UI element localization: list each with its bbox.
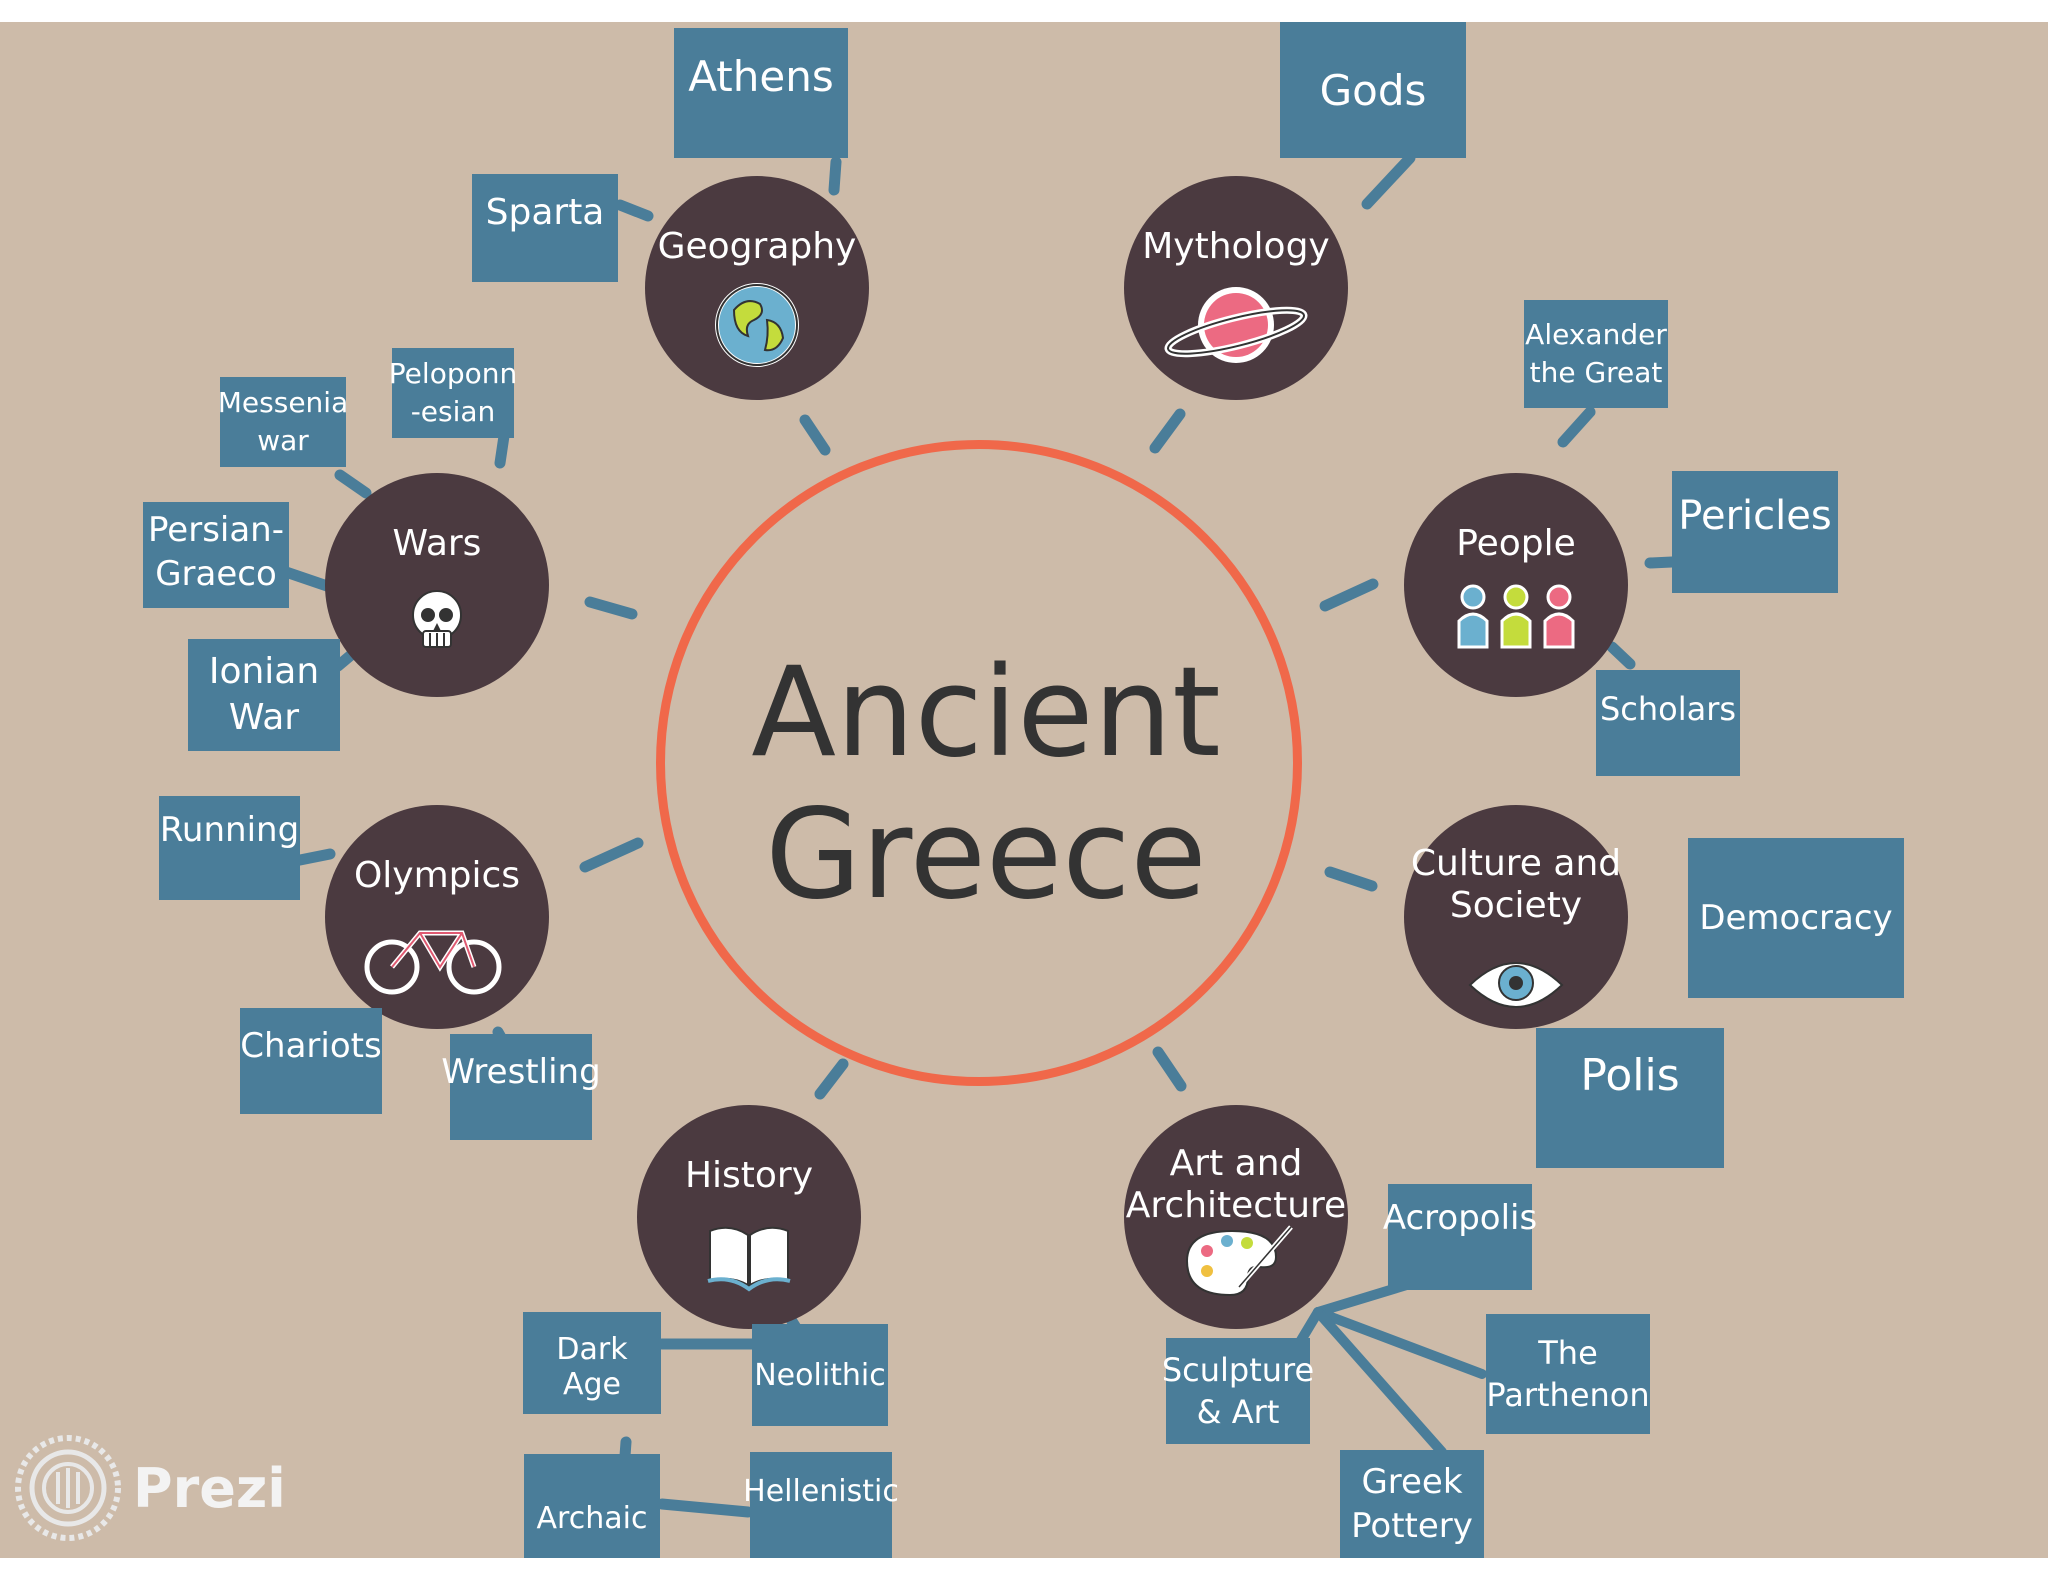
topic-archaic[interactable]: Archaic xyxy=(524,1454,660,1558)
topic-greek-pottery[interactable]: Greek Pottery xyxy=(1340,1450,1484,1558)
hub-olympics-label: Olympics xyxy=(353,855,521,896)
hub-history-label: History xyxy=(684,1155,814,1196)
central-ring xyxy=(656,440,1302,1086)
topic-democracy[interactable]: Democracy xyxy=(1688,838,1904,998)
topic-wrestling[interactable]: Wrestling xyxy=(441,1034,601,1140)
globe-icon xyxy=(715,283,799,367)
topic-neolithic[interactable]: Neolithic xyxy=(752,1324,888,1426)
hub-culture-society[interactable]: Culture and Society xyxy=(1404,805,1628,1029)
topic-scholars[interactable]: Scholars xyxy=(1596,670,1740,776)
topic-persian-graeco[interactable]: Persian- Graeco xyxy=(143,502,289,608)
mind-map-canvas: Ancient Greece Geography Mythology Wars xyxy=(0,22,2048,1558)
topic-polis[interactable]: Polis xyxy=(1536,1028,1724,1168)
hub-art-architecture-label: Art and Architecture xyxy=(1125,1143,1347,1226)
topic-hellenistic[interactable]: Hellenistic xyxy=(743,1452,899,1558)
hub-mythology-label: Mythology xyxy=(1142,226,1330,267)
hub-wars[interactable]: Wars xyxy=(325,473,549,697)
topic-peloponnesian[interactable]: Peloponn -esian xyxy=(389,348,517,438)
topic-acropolis[interactable]: Acropolis xyxy=(1383,1184,1537,1290)
central-title-line2: Greece xyxy=(765,783,1207,927)
hub-geography-label: Geography xyxy=(657,226,857,267)
book-icon xyxy=(707,1226,791,1292)
hub-wars-label: Wars xyxy=(392,523,482,564)
hub-people[interactable]: People xyxy=(1404,473,1628,697)
bicycle-icon xyxy=(364,930,502,995)
topic-alexander-the-great[interactable]: Alexander the Great xyxy=(1524,300,1668,408)
topic-sparta[interactable]: Sparta xyxy=(472,174,618,282)
topic-sculpture-art[interactable]: Sculpture & Art xyxy=(1162,1338,1314,1444)
eye-icon xyxy=(1468,962,1564,1008)
topic-ionian-war[interactable]: Ionian War xyxy=(188,639,340,751)
topic-the-parthenon[interactable]: The Parthenon xyxy=(1486,1314,1650,1434)
palette-icon xyxy=(1185,1225,1293,1297)
hub-history[interactable]: History xyxy=(637,1105,861,1329)
topic-messenia-war[interactable]: Messenia war xyxy=(218,377,348,467)
topic-running[interactable]: Running xyxy=(159,796,300,900)
hub-mythology[interactable]: Mythology xyxy=(1124,176,1348,400)
hub-culture-society-label: Culture and Society xyxy=(1410,843,1622,926)
topic-chariots[interactable]: Chariots xyxy=(240,1008,382,1114)
planet-icon xyxy=(1164,287,1308,363)
hub-people-label: People xyxy=(1456,523,1576,564)
prezi-logo-text: Prezi xyxy=(133,1457,286,1520)
skull-icon xyxy=(412,590,462,648)
topic-pericles[interactable]: Pericles xyxy=(1672,471,1838,593)
hub-art-architecture[interactable]: Art and Architecture xyxy=(1124,1105,1348,1329)
topic-gods[interactable]: Gods xyxy=(1280,22,1466,158)
hub-geography[interactable]: Geography xyxy=(645,176,869,400)
central-title[interactable]: Ancient Greece xyxy=(706,642,1266,926)
topic-athens[interactable]: Athens xyxy=(674,28,848,158)
central-title-line1: Ancient xyxy=(751,641,1221,785)
hub-olympics[interactable]: Olympics xyxy=(325,805,549,1029)
people-icon xyxy=(1457,584,1575,649)
prezi-logo-icon xyxy=(15,1435,121,1541)
topic-dark-age[interactable]: Dark Age xyxy=(523,1312,661,1414)
